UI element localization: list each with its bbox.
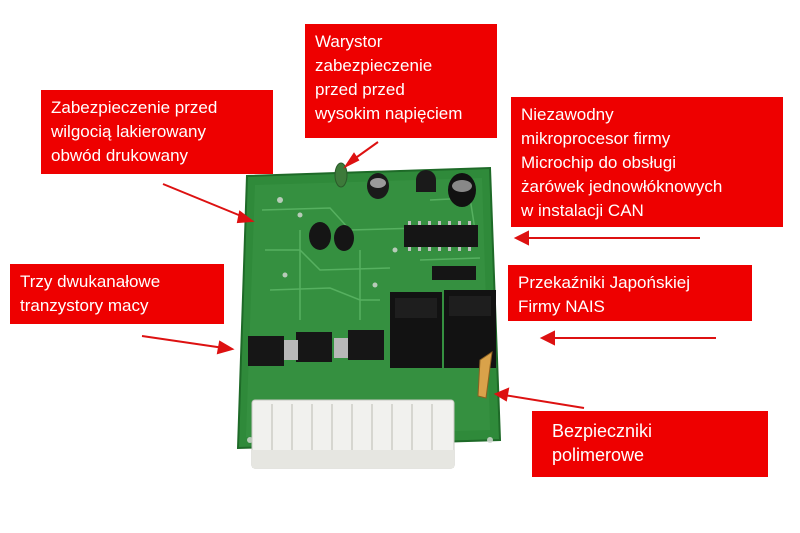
label-transistors: Trzy dwukanałowe tranzystory macy xyxy=(10,264,224,324)
arrows xyxy=(141,141,716,409)
regulator xyxy=(416,170,436,192)
label-moisture-protection: Zabezpieczenie przed wilgocią lakierowan… xyxy=(41,90,273,174)
arrow-moisture xyxy=(162,183,247,219)
arrow-transistors xyxy=(141,335,225,349)
label-relays: Przekaźniki Japońskiej Firmy NAIS xyxy=(508,265,752,321)
capacitors xyxy=(309,173,476,251)
polymer-fuse xyxy=(477,350,493,399)
label-varistor: Warystor zabezpieczenie przed przed wyso… xyxy=(305,24,497,138)
connector xyxy=(251,399,455,469)
transistor-chips xyxy=(248,330,384,366)
arrow-fuses xyxy=(503,394,585,409)
label-polymer-fuses: Bezpieczniki polimerowe xyxy=(532,411,768,477)
label-microcontroller: Niezawodny mikroprocesor firmy Microchip… xyxy=(511,97,783,227)
microcontroller-chip xyxy=(404,221,478,280)
varistor xyxy=(334,162,348,188)
